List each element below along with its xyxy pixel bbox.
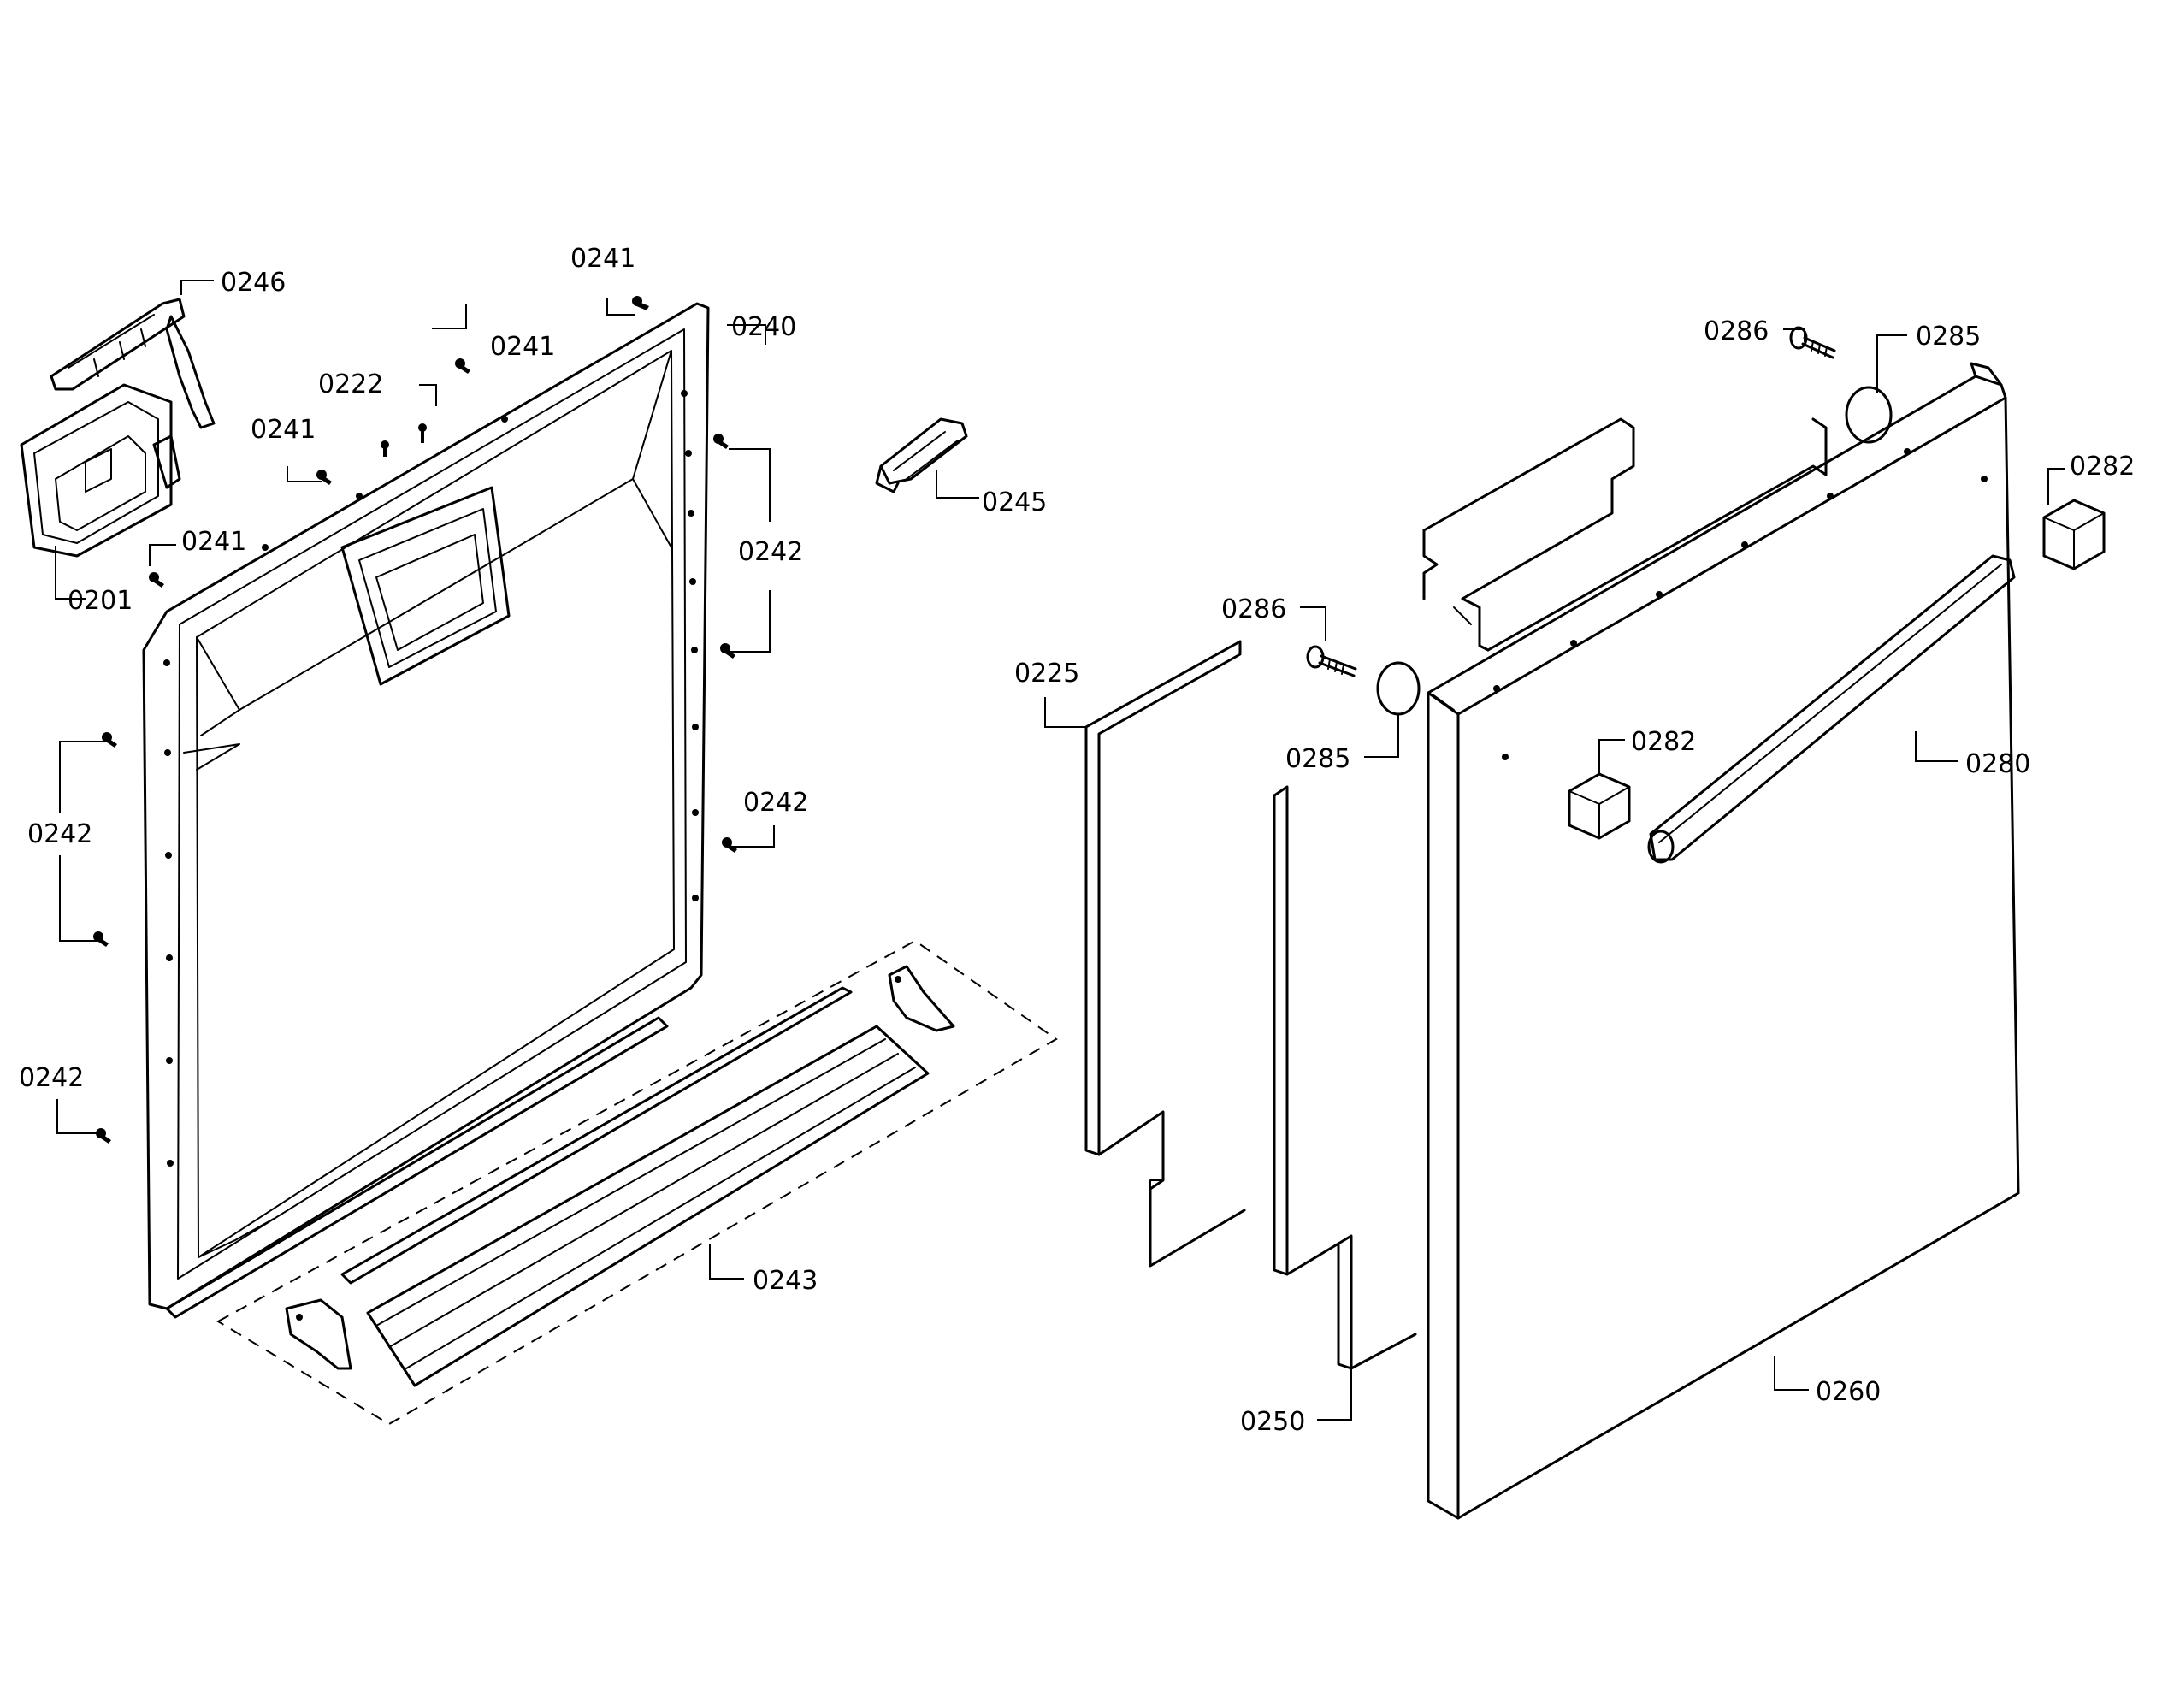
- label-0225: 0225: [1014, 659, 1079, 689]
- label-0243: 0243: [753, 1266, 818, 1296]
- washer-lower-0285: [1376, 661, 1421, 716]
- bottom-seal-region-0243: [216, 939, 1058, 1426]
- inner-door-frame-0240: [142, 302, 710, 1319]
- callout-labels: 0246 0241 0240 0241 0222 0241 0245 0241 …: [19, 244, 2135, 1437]
- detergent-dispenser-0201: [20, 383, 181, 558]
- label-0240: 0240: [731, 312, 796, 342]
- label-0250: 0250: [1240, 1407, 1305, 1437]
- leader-lines: [55, 280, 2065, 1421]
- label-0242-right-upper: 0242: [738, 537, 803, 567]
- label-0282-right: 0282: [2070, 452, 2135, 482]
- clip-0245: [875, 417, 968, 493]
- label-0241-left: 0241: [251, 415, 316, 445]
- label-0280: 0280: [1965, 749, 2030, 779]
- label-0286-lower: 0286: [1221, 594, 1286, 624]
- bolt-upper-0286: [1789, 326, 1836, 359]
- label-0201: 0201: [68, 586, 133, 616]
- label-0242-left-lower: 0242: [19, 1063, 84, 1093]
- label-0241-mid: 0241: [490, 332, 555, 362]
- outer-door-panel-0260: [1427, 362, 2020, 1520]
- label-0241-top: 0241: [570, 244, 635, 274]
- label-0242-left-upper: 0242: [27, 819, 92, 849]
- handle-bar-0280: [1647, 554, 2016, 864]
- latch-0246: [50, 298, 216, 429]
- washer-upper-0285: [1845, 386, 1893, 444]
- bolt-lower-0286: [1306, 645, 1357, 677]
- label-0260: 0260: [1816, 1377, 1881, 1407]
- label-0241-lower: 0241: [181, 527, 246, 557]
- middle-panel-0250: [1273, 417, 1828, 1370]
- label-0285-lower: 0285: [1285, 744, 1350, 774]
- handle-end-cap-right-0282: [2042, 499, 2106, 570]
- label-0222: 0222: [318, 369, 383, 399]
- label-0285-upper: 0285: [1916, 322, 1981, 352]
- label-0245: 0245: [982, 488, 1047, 517]
- label-0282-left: 0282: [1631, 727, 1696, 757]
- handle-end-cap-left-0282: [1568, 772, 1631, 840]
- insulation-panel-0225: [1084, 640, 1246, 1268]
- label-0246: 0246: [221, 268, 286, 298]
- label-0286-upper: 0286: [1704, 316, 1769, 346]
- screws-left: [93, 296, 737, 1144]
- label-0242-right-lower: 0242: [743, 788, 808, 818]
